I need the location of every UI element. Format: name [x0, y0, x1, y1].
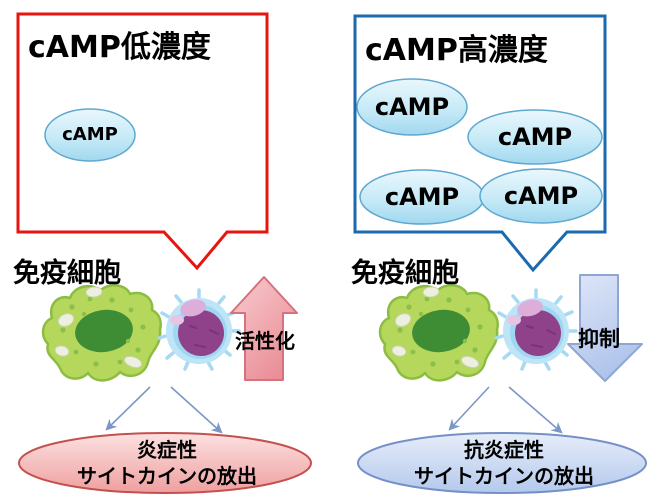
- high-camp-title: cAMP高濃度: [365, 33, 548, 68]
- anti-inflammatory-outcome-text: 抗炎症性 サイトカインの放出: [360, 437, 648, 489]
- release-arrow: [448, 386, 490, 431]
- camp-label: cAMP: [497, 123, 573, 151]
- camp-molecule: [479, 168, 603, 224]
- camp-molecule: [44, 108, 136, 162]
- suppression-down-arrow: [567, 274, 643, 382]
- immune-cell-label-right: 免疫細胞: [351, 258, 459, 289]
- activation-up-arrow: [230, 276, 298, 381]
- release-arrow: [170, 386, 223, 434]
- camp-molecule: [467, 109, 603, 165]
- low-camp-title: cAMP低濃度: [28, 30, 211, 65]
- suppression-label: 抑制: [578, 327, 620, 351]
- camp-label: cAMP: [503, 182, 579, 210]
- outcome-line1: 抗炎症性: [464, 438, 544, 462]
- camp-label: cAMP: [374, 93, 450, 121]
- release-arrow: [105, 386, 151, 431]
- low-camp-bubble: [16, 12, 269, 271]
- inflammatory-outcome-text: 炎症性 サイトカインの放出: [22, 437, 312, 489]
- immune-cells-right: [378, 283, 578, 383]
- outcome-line2: サイトカインの放出: [77, 464, 257, 488]
- immune-cells-left: [41, 283, 241, 383]
- activation-label: 活性化: [235, 329, 295, 353]
- camp-label: cAMP: [384, 183, 460, 211]
- outcome-line2: サイトカインの放出: [414, 464, 594, 488]
- inflammatory-outcome-ellipse: [18, 432, 312, 494]
- camp-label: cAMP: [62, 124, 118, 145]
- outcome-line1: 炎症性: [137, 438, 197, 462]
- anti-inflammatory-outcome-ellipse: [357, 432, 647, 494]
- camp-molecule: [356, 78, 468, 136]
- release-arrow: [508, 386, 563, 434]
- immune-cell-label-left: 免疫細胞: [13, 258, 121, 289]
